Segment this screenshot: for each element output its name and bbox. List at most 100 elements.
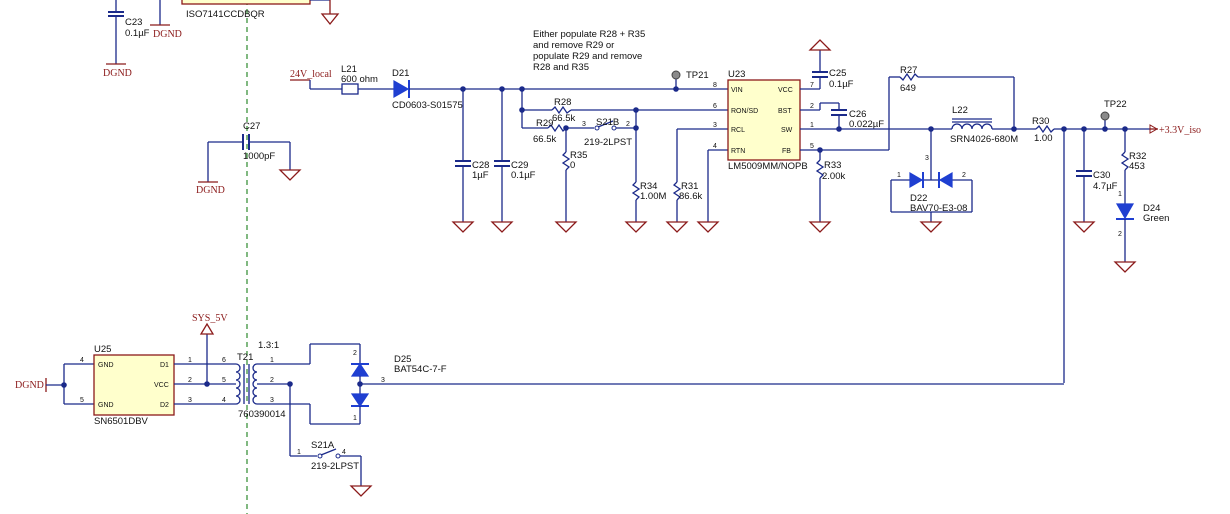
u25-pin-d2: D2 — [160, 402, 169, 409]
ground-symbol — [554, 221, 578, 233]
ground-symbol — [1072, 221, 1096, 233]
c29-value: 0.1µF — [511, 170, 536, 181]
population-note: Either populate R28 + R35 and remove R29… — [533, 29, 645, 73]
pin-number: 5 — [80, 397, 84, 404]
pin-number: 5 — [810, 143, 814, 150]
u23-pin-rcl: RCL — [731, 127, 745, 134]
u25-pin-vcc: VCC — [154, 382, 169, 389]
r32-value: 453 — [1129, 161, 1145, 172]
pin-number: 1 — [297, 449, 301, 456]
u25-pin-gnd2: GND — [98, 402, 114, 409]
d25-diode-bottom — [350, 393, 370, 408]
pin-number: 4 — [713, 143, 717, 150]
d25-ref: D25 — [394, 354, 411, 365]
r31-resistor — [672, 181, 682, 201]
c27-value: 1000pF — [243, 151, 275, 162]
pin-number: 1 — [270, 357, 274, 364]
r27-value: 649 — [900, 83, 916, 94]
input-capacitors: C28 1µF C29 0.1µF — [451, 86, 536, 233]
r29-ref: R29 — [536, 118, 553, 129]
dgnd-label-4: DGND — [15, 380, 44, 391]
d24-ref: D24 — [1143, 203, 1160, 214]
pin-number: 2 — [626, 121, 630, 128]
ground-symbol — [1113, 261, 1137, 273]
s21b-ref: S21B — [596, 117, 619, 128]
l22-ref: L22 — [952, 105, 968, 116]
r27-ref: R27 — [900, 65, 917, 76]
tp21-label: TP21 — [686, 70, 709, 81]
pin-number: 3 — [713, 122, 717, 129]
c26-ref: C26 — [849, 109, 866, 120]
dgnd-label-3: DGND — [196, 185, 225, 196]
ground-symbol — [696, 221, 720, 233]
l21-ref: L21 — [341, 64, 357, 75]
r35-ref: R35 — [570, 150, 587, 161]
u25-body — [93, 354, 175, 416]
r34-value: 1.00M — [640, 191, 666, 202]
isolator-body — [181, 0, 311, 5]
c23-ref: C23 — [125, 17, 142, 28]
u23-ref: U23 — [728, 69, 745, 80]
t21-value: 760390014 — [238, 409, 286, 420]
l22-inductor — [951, 123, 993, 130]
c29-ref: C29 — [511, 160, 528, 171]
s21a-ref: S21A — [311, 440, 335, 451]
pin-number: 4 — [342, 449, 346, 456]
pin-number: 2 — [270, 377, 274, 384]
r28-value: 66.5k — [552, 113, 575, 124]
pin-number: 3 — [925, 155, 929, 162]
pin-number: 5 — [222, 377, 226, 384]
net-sys5v-label: SYS_5V — [192, 313, 228, 324]
t21-secondary — [252, 363, 258, 405]
c30-value: 4.7µF — [1093, 181, 1118, 192]
s21b-value: 219-2LPST — [584, 137, 632, 148]
pin-number: 3 — [381, 377, 385, 384]
u25-value: SN6501DBV — [94, 416, 149, 427]
u23-pin-bst: BST — [778, 108, 792, 115]
d22-diode-left — [909, 171, 924, 189]
c23-value: 0.1µF — [125, 28, 150, 39]
pin-number: 1 — [353, 415, 357, 422]
ground-symbol — [808, 221, 832, 233]
note-line-2: and remove R29 or — [533, 40, 614, 51]
d24-led — [1115, 203, 1135, 220]
s21a-value: 219-2LPST — [311, 461, 359, 472]
d25-value: BAT54C-7-F — [394, 364, 447, 375]
d24-value: Green — [1143, 213, 1169, 224]
r33-ref: R33 — [824, 160, 841, 171]
t21-ref: T21 — [237, 352, 253, 363]
r30-resistor — [1035, 124, 1055, 134]
r28-resistor — [551, 105, 572, 115]
s21a-switch-group: 1 4 S21A 219-2LPST — [289, 384, 373, 497]
pin-number: 1 — [810, 122, 814, 129]
r35-resistor — [561, 151, 571, 171]
ground-symbol — [624, 221, 648, 233]
d21-ref: D21 — [392, 68, 409, 79]
input-section: 24V_local L21 600 ohm D21 CD0603-S01575 — [290, 64, 728, 111]
u23-pin-vin: VIN — [731, 87, 743, 94]
t21-ratio: 1.3:1 — [258, 340, 279, 351]
ground-symbol — [278, 169, 302, 181]
r31-group: R31 86.6k — [665, 128, 728, 233]
pin-number: 6 — [713, 103, 717, 110]
u23-value: LM5009MM/NOPB — [728, 161, 808, 172]
r33-resistor — [815, 159, 825, 179]
pin-number: 3 — [188, 397, 192, 404]
pin-number: 3 — [582, 121, 586, 128]
top-left-fragment: ISO7141CCDBQR C23 0.1µF DGND DGND — [103, 0, 340, 79]
c26-capacitor: C26 0.022µF — [800, 102, 884, 130]
dgnd-label-2: DGND — [153, 29, 182, 40]
t21-transformer: T21 1.3:1 760390014 1 2 3 — [235, 340, 310, 420]
s21a-switch — [320, 448, 337, 456]
r34-resistor — [631, 181, 641, 201]
r32-ref: R32 — [1129, 151, 1146, 162]
pin-number: 4 — [222, 397, 226, 404]
c26-value: 0.022µF — [849, 119, 884, 130]
r27-resistor — [899, 72, 919, 82]
c30-ref: C30 — [1093, 170, 1110, 181]
u25-pin-d1: D1 — [160, 362, 169, 369]
r29-value: 66.5k — [533, 134, 556, 145]
pin-number: 7 — [810, 82, 814, 89]
u23-pin-vcc: VCC — [778, 87, 793, 94]
net-3v3-label: +3.3V_iso — [1159, 125, 1201, 136]
